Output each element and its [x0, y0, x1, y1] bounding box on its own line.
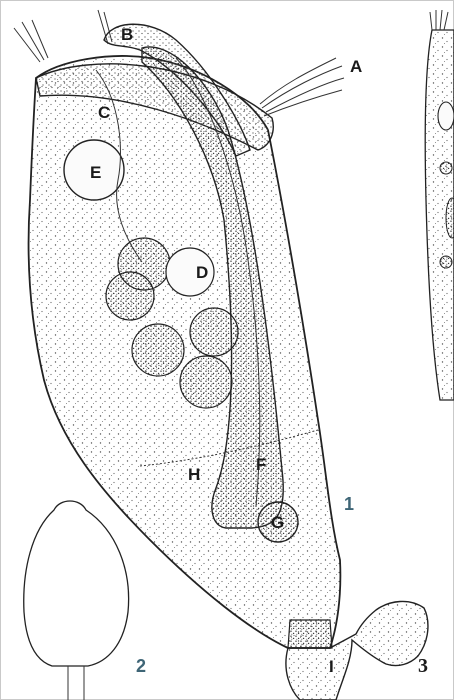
label-i: I: [329, 657, 334, 676]
label-e: E: [90, 163, 101, 182]
figure-number-2: 2: [136, 656, 146, 676]
figure-right-partial: [425, 10, 454, 400]
label-g: G: [271, 513, 284, 532]
label-h: H: [188, 465, 200, 484]
label-c: C: [98, 103, 110, 122]
figure-number-1: 1: [344, 494, 354, 514]
stalk-junction: [288, 620, 332, 648]
label-d: D: [196, 263, 208, 282]
label-b: B: [121, 25, 133, 44]
label-f: F: [256, 455, 266, 474]
cilia-a: [260, 58, 344, 116]
label-a: A: [350, 57, 362, 76]
figure-2-sketch: [24, 501, 129, 700]
cilia-left: [14, 20, 48, 62]
figure-number-3: 3: [418, 655, 428, 677]
